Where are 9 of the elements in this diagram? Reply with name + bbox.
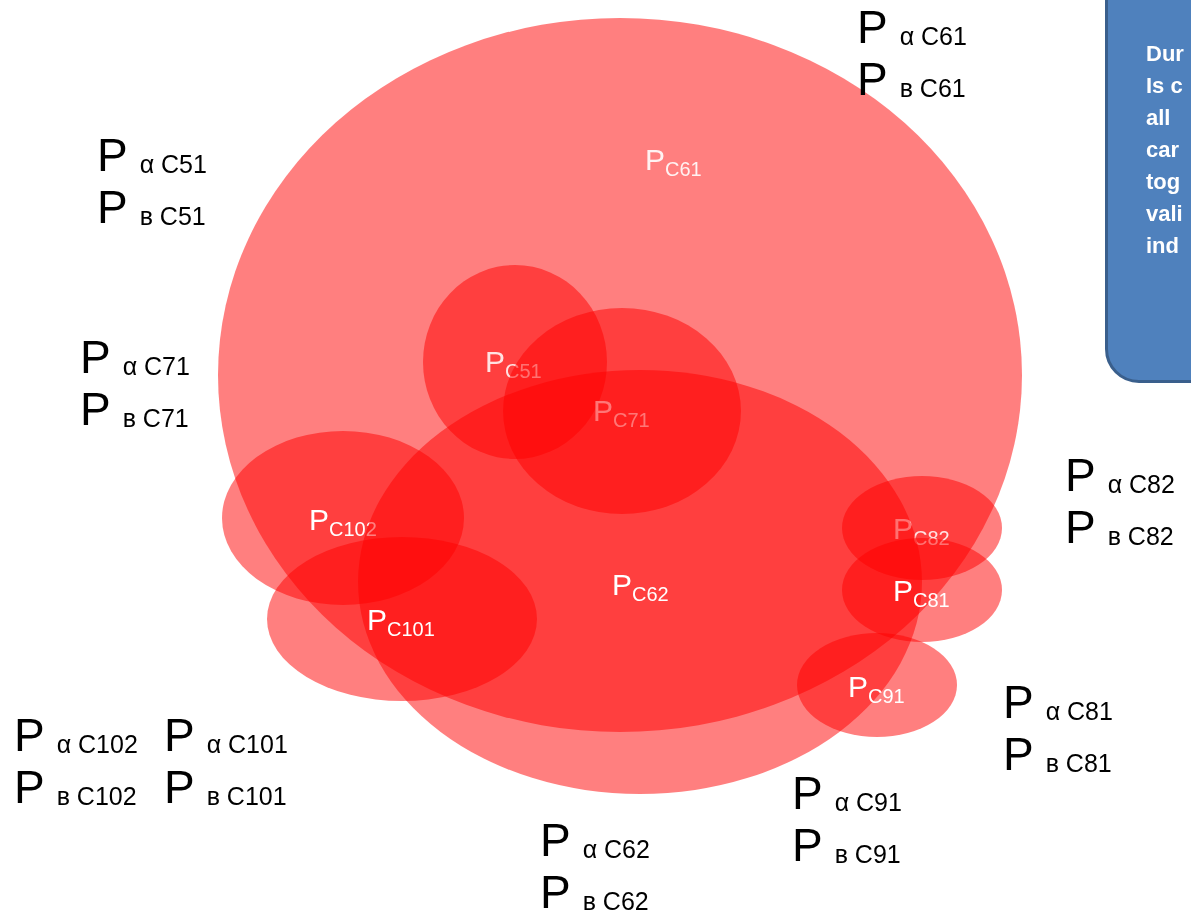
set-label: P$_{C51}$ — [485, 345, 542, 384]
note-text: Dur Is c all car tog vali ind — [1146, 40, 1185, 260]
set-label: P$_{C61}$ — [645, 143, 702, 182]
set-label: P$_{C71}$ — [593, 394, 650, 433]
set-label: P$_{C101}$ — [367, 603, 435, 642]
set-label: P$_{C62}$ — [612, 568, 669, 607]
set-label: P$_{C82}$ — [893, 512, 950, 551]
set-label: P$_{C91}$ — [848, 670, 905, 709]
set-label: P$_{C102}$ — [309, 503, 377, 542]
